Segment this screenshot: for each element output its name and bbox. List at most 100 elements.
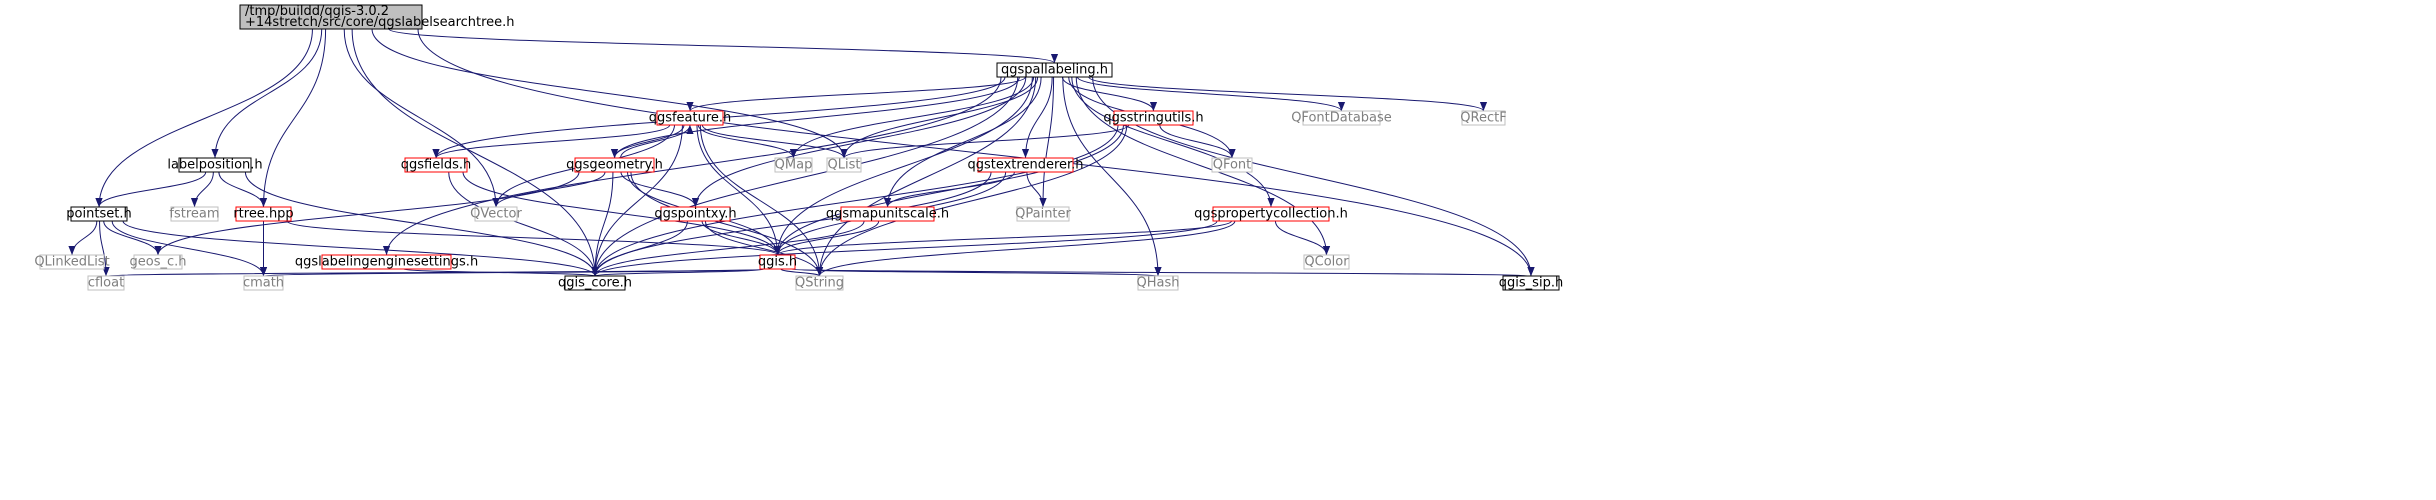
node-qgsstringutils[interactable]: qgsstringutils.h	[1103, 110, 1204, 126]
node-qgsgeometry[interactable]: qgsgeometry.h	[566, 157, 663, 173]
edge-qgspallabeling-to-qgis_core	[591, 76, 1019, 277]
node-box-qgspointxy	[660, 206, 731, 222]
node-label-qgsgeometry: qgsgeometry.h	[566, 158, 663, 173]
node-box-qgspropertycollection	[1212, 206, 1330, 222]
node-box-qgis_sip	[1502, 275, 1560, 291]
edge-qgspallabeling-to-QPainter	[1039, 76, 1055, 208]
node-box-qgsfeature	[656, 110, 724, 126]
node-label-cfloat: cfloat	[88, 276, 124, 291]
node-geos_c: geos_c.h	[130, 254, 187, 270]
node-qgspallabeling[interactable]: qgspallabeling.h	[996, 62, 1113, 78]
node-label-QFontDatabase: QFontDatabase	[1291, 111, 1392, 126]
node-qgsfeature[interactable]: qgsfeature.h	[649, 110, 732, 126]
node-box-pointset	[70, 206, 128, 222]
edge-qgsfeature-to-qgsfields	[432, 124, 671, 159]
edge-qgsstringutils-to-QString	[815, 124, 1128, 277]
node-label-QLinkedList: QLinkedList	[34, 255, 109, 270]
node-qgsfields[interactable]: qgsfields.h	[401, 157, 471, 173]
node-QPainter: QPainter	[1015, 206, 1072, 222]
node-box-QHash	[1137, 275, 1179, 291]
edge-qgsmapunitscale-to-qgis_core	[591, 220, 865, 277]
node-box-fstream	[170, 206, 219, 222]
node-labelposition[interactable]: labelposition.h	[167, 157, 263, 173]
edge-qgsfeature-to-qgsgeometry	[610, 124, 685, 159]
node-qgstextrenderer[interactable]: qgstextrenderer.h	[967, 157, 1084, 173]
node-box-QLinkedList	[39, 254, 105, 270]
node-box-QPainter	[1016, 206, 1070, 222]
node-label-QFont: QFont	[1213, 158, 1252, 173]
node-rtree[interactable]: rtree.hpp	[233, 206, 294, 222]
node-label-qgsstringutils: qgsstringutils.h	[1103, 111, 1203, 126]
edge-qgspallabeling-to-QFontDatabase	[1076, 76, 1345, 112]
edge-qgsfeature-to-qgis	[696, 124, 782, 256]
node-label-rtree: rtree.hpp	[233, 207, 293, 222]
node-label-cmath: cmath	[243, 276, 284, 291]
node-label-QColor: QColor	[1304, 255, 1349, 270]
node-label-qgstextrenderer: qgstextrenderer.h	[967, 158, 1083, 173]
edge-qgspallabeling-to-QList	[840, 76, 1039, 159]
node-qgsmapunitscale[interactable]: qgsmapunitscale.h	[826, 206, 949, 222]
node-root[interactable]: /tmp/buildd/qgis-3.0.2+14stretch/src/cor…	[239, 4, 515, 30]
edge-qgsgeometry-to-geos_c	[154, 171, 580, 256]
edge-labelposition-to-fstream	[190, 171, 214, 208]
node-box-QFontDatabase	[1302, 110, 1381, 126]
node-qgis_core[interactable]: qgis_core.h	[558, 275, 632, 291]
edge-root-to-qgis_core	[351, 28, 599, 277]
node-box-QList	[826, 157, 862, 173]
edge-root-to-rtree	[259, 28, 327, 208]
node-label-fstream: fstream	[169, 207, 219, 222]
node-label-qgis_core: qgis_core.h	[558, 276, 632, 291]
node-box-qgsfields	[404, 157, 468, 173]
edge-qgsfeature-to-QList	[701, 124, 848, 159]
edge-qgspallabeling-to-QMap	[789, 76, 1035, 159]
node-label-QVector: QVector	[470, 207, 522, 222]
node-box-QMap	[774, 157, 813, 173]
node-qgslabelingenginesettings[interactable]: qgslabelingenginesettings.h	[295, 254, 478, 270]
edge-qgstextrenderer-to-QPainter	[1026, 171, 1047, 208]
node-label-QHash: QHash	[1137, 276, 1180, 291]
node-box-qgsmapunitscale	[840, 206, 935, 222]
edge-root-to-qgspallabeling	[388, 28, 1058, 64]
node-box-qgslabelingenginesettings	[321, 254, 452, 270]
edge-qgspropertycollection-to-qgis	[774, 220, 1233, 256]
edge-qgstextrenderer-to-qgsmapunitscale	[883, 171, 1015, 208]
node-label-qgsmapunitscale: qgsmapunitscale.h	[826, 207, 949, 222]
edge-qgis-to-QHash	[790, 266, 1161, 277]
node-label-QRectF: QRectF	[1460, 111, 1506, 126]
edge-qgsfields-to-qgis	[462, 171, 782, 256]
node-label-qgis: qgis.h	[758, 255, 797, 270]
node-QColor: QColor	[1303, 254, 1350, 270]
node-label-qgsfeature: qgsfeature.h	[649, 111, 732, 126]
node-qgis[interactable]: qgis.h	[758, 254, 797, 270]
edge-qgspallabeling-to-qgis_sip	[1092, 76, 1535, 277]
edge-qgspallabeling-to-qgslabelingenginesettings	[382, 76, 1002, 256]
node-box-qgsgeometry	[574, 157, 655, 173]
edge-rtree-to-qgis	[286, 220, 781, 256]
edge-qgspallabeling-to-QString	[815, 76, 1037, 277]
node-QFont: QFont	[1211, 157, 1253, 173]
edge-qgspallabeling-to-qgsstringutils	[1061, 76, 1158, 112]
node-cfloat: cfloat	[87, 275, 125, 291]
edge-qgspropertycollection-to-QString	[816, 220, 1236, 277]
edge-qgspallabeling-to-QRectF	[1088, 76, 1487, 112]
node-box-qgstextrenderer	[977, 157, 1074, 173]
node-box-qgspallabeling	[996, 62, 1113, 78]
node-label-QMap: QMap	[775, 158, 813, 173]
edge-qgsgeometry-to-QVector	[492, 171, 606, 208]
node-box-cfloat	[87, 275, 125, 291]
node-QMap: QMap	[774, 157, 813, 173]
node-qgspropertycollection[interactable]: qgspropertycollection.h	[1194, 206, 1348, 222]
node-qgis_sip[interactable]: qgis_sip.h	[1499, 275, 1563, 291]
node-label-qgis_sip: qgis_sip.h	[1499, 276, 1563, 291]
node-QHash: QHash	[1137, 275, 1180, 291]
node-QList: QList	[826, 157, 862, 173]
node-box-QVector	[474, 206, 518, 222]
edge-qgspallabeling-to-qgsgeometry	[610, 76, 1020, 159]
node-label-pointset: pointset.h	[66, 207, 131, 222]
edge-qgspallabeling-to-qgspropertycollection	[1071, 76, 1275, 208]
node-qgspointxy[interactable]: qgspointxy.h	[654, 206, 737, 222]
edge-root-to-labelposition	[211, 28, 323, 159]
node-box-labelposition	[178, 157, 252, 173]
node-pointset[interactable]: pointset.h	[66, 206, 132, 222]
edge-root-to-QVector	[343, 28, 500, 208]
